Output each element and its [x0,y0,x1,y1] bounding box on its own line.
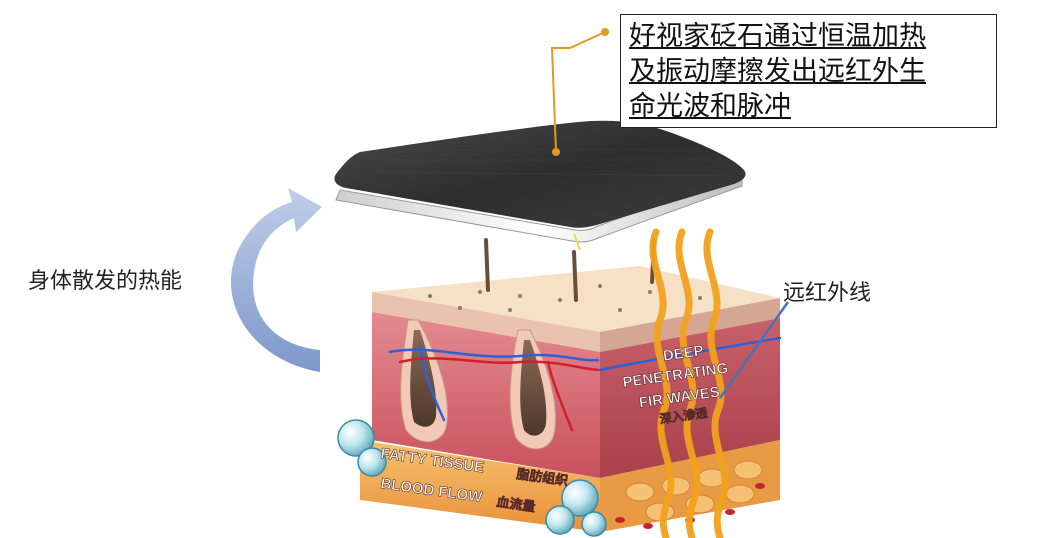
stone-pad [334,120,746,243]
callout-box: 好视家砭石通过恒温加热 及振动摩擦发出远红外生 命光波和脉冲 [620,14,997,128]
far-infrared-label: 远红外线 [783,281,872,306]
callout-line-3: 命光波和脉冲 [629,91,791,122]
glow-spark [573,233,581,251]
label-deep: DEEP [662,342,705,365]
tissue-bubbles [337,419,607,537]
label-penetrate-cn: 深入渗透 [659,405,710,427]
body-heat-arrow [230,188,322,372]
callout-line-2: 及振动摩擦发出远红外生 [629,56,926,87]
label-blood-flow-cn: 血流量 [496,494,537,514]
callout-line-1: 好视家砭石通过恒温加热 [629,21,926,52]
fir-pointer-line [718,301,790,399]
fir-waves [649,228,729,538]
body-heat-label: 身体散发的热能 [28,269,183,294]
callout-pointer [550,28,609,156]
